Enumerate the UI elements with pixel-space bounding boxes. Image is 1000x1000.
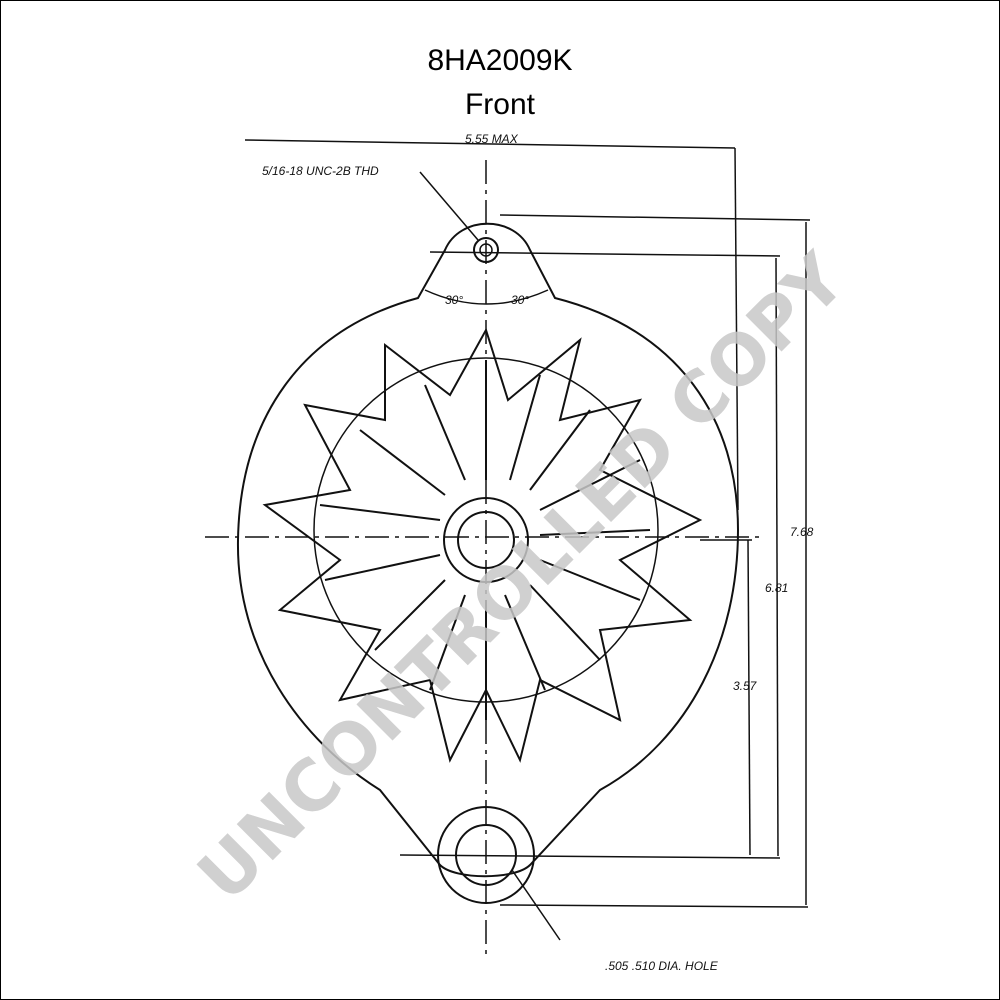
part-number-title: 8HA2009K [427, 44, 573, 77]
uncontrolled-copy-watermark: UNCONTROLLED COPY [182, 237, 862, 917]
height-total-dim: 7.68 [790, 525, 814, 539]
height-mid-dim: 6.81 [765, 581, 788, 595]
height-center-dim: 3.57 [733, 679, 758, 693]
overall-width-dim: 5.55 MAX [465, 132, 519, 146]
angle-right-label: 30° [511, 293, 529, 307]
fan [262, 327, 703, 763]
dimension-lines [244, 139, 811, 941]
angle-left-label: 30° [445, 293, 463, 307]
view-label: Front [464, 88, 536, 121]
hole-callout: .505 .510 DIA. HOLE [605, 959, 719, 973]
thread-callout: 5/16-18 UNC-2B THD [262, 164, 379, 178]
fan-blade-outline [262, 327, 703, 763]
housing-outline [236, 222, 740, 878]
